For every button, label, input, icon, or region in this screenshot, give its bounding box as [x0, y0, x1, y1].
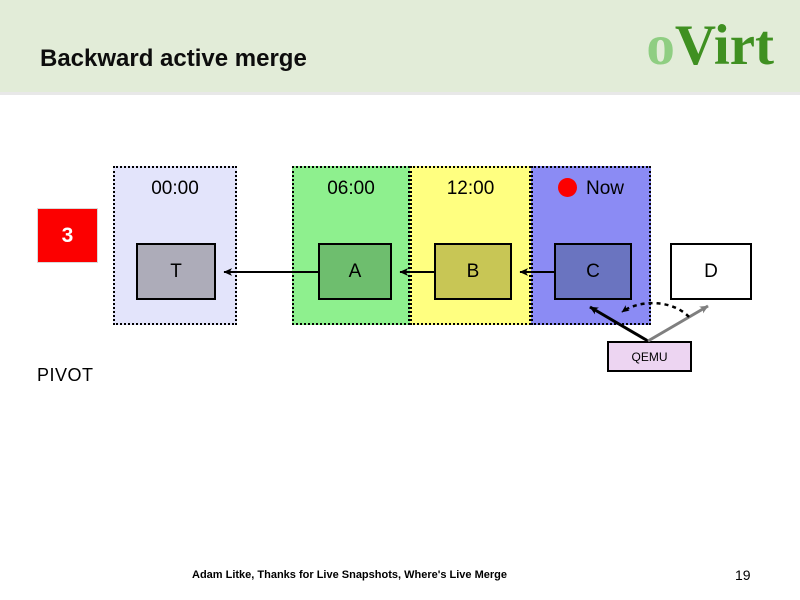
header-divider — [0, 92, 800, 95]
timeline-panel-label: 00:00 — [151, 178, 199, 199]
logo-o: o — [646, 14, 675, 77]
volume-box-b: B — [434, 243, 512, 300]
timeline-panel-label-now: Now — [533, 178, 649, 200]
pivot-label: PIVOT — [37, 365, 94, 385]
logo-virt: Virt — [674, 14, 774, 77]
footer-attribution: Adam Litke, Thanks for Live Snapshots, W… — [192, 569, 507, 581]
footer-page-number: 19 — [735, 567, 751, 583]
volume-box-c: C — [554, 243, 632, 300]
timeline-panel-label: 06:00 — [327, 178, 375, 199]
arrow-qemu-to-d — [647, 304, 709, 343]
now-label-text: Now — [585, 178, 624, 199]
page-title: Backward active merge — [40, 45, 307, 72]
volume-box-a: A — [318, 243, 392, 300]
volume-box-d: D — [670, 243, 752, 300]
now-marker-icon — [557, 178, 577, 197]
timeline-panel-label: 12:00 — [446, 178, 495, 199]
ovirt-logo: oVirt — [646, 17, 774, 74]
step-badge: 3 — [37, 208, 98, 263]
header-band — [0, 0, 800, 92]
qemu-box: QEMU — [607, 341, 692, 372]
volume-box-t: T — [136, 243, 216, 300]
